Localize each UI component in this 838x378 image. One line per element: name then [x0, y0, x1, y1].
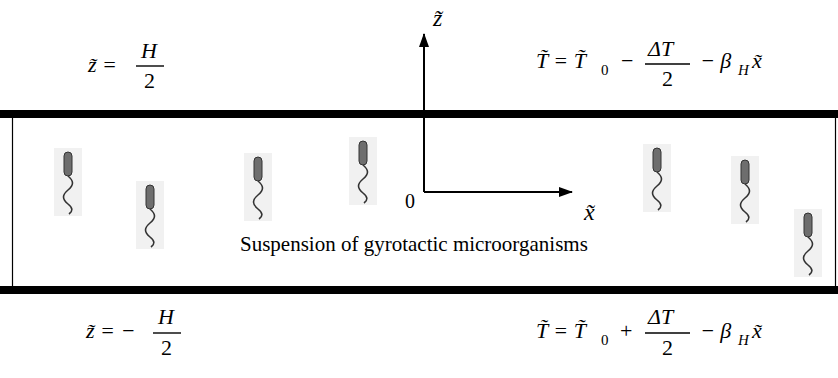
temperature-term: − β	[700, 320, 731, 342]
fraction-numerator: ΔT	[648, 38, 673, 60]
temperature-label: T̃ = T̃	[536, 320, 586, 342]
subscript: 0	[601, 333, 609, 348]
axis-label: z̃	[433, 6, 442, 30]
fraction-numerator: ΔT	[648, 306, 673, 328]
boundary-label: z̃ =	[88, 54, 117, 76]
operator: −	[621, 50, 633, 72]
top-plate	[0, 110, 838, 118]
temperature-term: x̃	[752, 50, 762, 72]
fraction-denominator: 2	[161, 337, 172, 359]
fraction-denominator: 2	[662, 68, 673, 90]
fraction-denominator: 2	[662, 337, 673, 359]
origin-label: 0	[405, 191, 415, 211]
z-axis	[423, 34, 425, 192]
operator: +	[620, 320, 632, 342]
boundary-label: z̃ = −	[86, 320, 135, 342]
x-axis	[424, 191, 572, 193]
fraction-numerator: H	[158, 306, 174, 328]
temperature-label: T̃ = T̃	[536, 50, 586, 72]
axis-label: x̃	[584, 200, 595, 224]
fraction-denominator: 2	[144, 70, 155, 92]
fraction-numerator: H	[141, 40, 157, 62]
suspension-label: Suspension of gyrotactic microorganisms	[240, 234, 588, 255]
temperature-term: x̃	[752, 320, 762, 342]
subscript: H	[738, 63, 749, 78]
subscript: H	[738, 333, 749, 348]
bottom-plate	[0, 286, 838, 294]
temperature-term: − β	[700, 50, 731, 72]
subscript: 0	[601, 63, 609, 78]
